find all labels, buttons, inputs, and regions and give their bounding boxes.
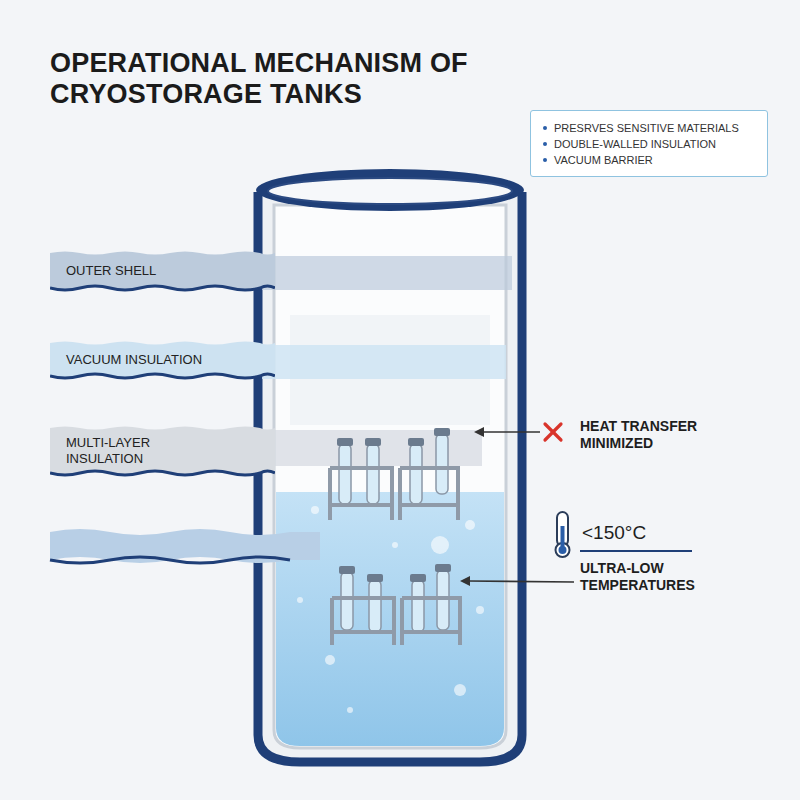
- tank-body: [258, 192, 522, 762]
- band-edge: [50, 286, 275, 290]
- band-label: MULTI-LAYER INSULATION: [66, 435, 216, 467]
- red-x: [545, 424, 561, 440]
- callout-text: HEAT TRANSFER MINIMIZED: [580, 418, 720, 452]
- diagram-title: OPERATIONAL MECHANISM OF CRYOSTORAGE TAN…: [50, 48, 510, 110]
- vacuum-stripe: [262, 345, 506, 379]
- band-label: VACUUM INSULATION: [66, 352, 216, 368]
- temperature-value: <150°C: [582, 521, 702, 545]
- band-fill: [50, 427, 275, 476]
- band-fill: [50, 342, 275, 379]
- bubbles: [297, 506, 484, 713]
- blank-band: [50, 529, 320, 563]
- band-edge: [50, 471, 275, 475]
- callout-text: ULTRA-LOW TEMPERATURES: [580, 560, 730, 594]
- lower-rack: [332, 564, 460, 645]
- label-band: MULTI-LAYER INSULATION: [50, 424, 275, 478]
- shell-stripe: [262, 256, 512, 290]
- leader-arrow: [474, 427, 540, 437]
- bullet-box: PRESRVES SENSITIVE MATERIALSDOUBLE-WALLE…: [530, 110, 768, 177]
- thermometer-icon: [556, 512, 570, 557]
- label-band: OUTER SHELL: [50, 249, 275, 293]
- tank-rim: [256, 169, 524, 211]
- upper-rack: [330, 428, 458, 520]
- label-band: VACUUM INSULATION: [50, 339, 275, 381]
- liquid-nitrogen: [276, 492, 504, 746]
- bullet-item: VACUUM BARRIER: [543, 152, 759, 168]
- leader-arrow: [460, 576, 574, 586]
- band-fill: [50, 252, 275, 291]
- band-edge: [50, 557, 290, 563]
- tank-opening: [268, 178, 512, 204]
- bullet-item: PRESRVES SENSITIVE MATERIALS: [543, 120, 759, 136]
- divider-line: [580, 550, 692, 552]
- band-edge: [50, 374, 275, 378]
- band-label: OUTER SHELL: [66, 263, 216, 279]
- bullet-item: DOUBLE-WALLED INSULATION: [543, 136, 759, 152]
